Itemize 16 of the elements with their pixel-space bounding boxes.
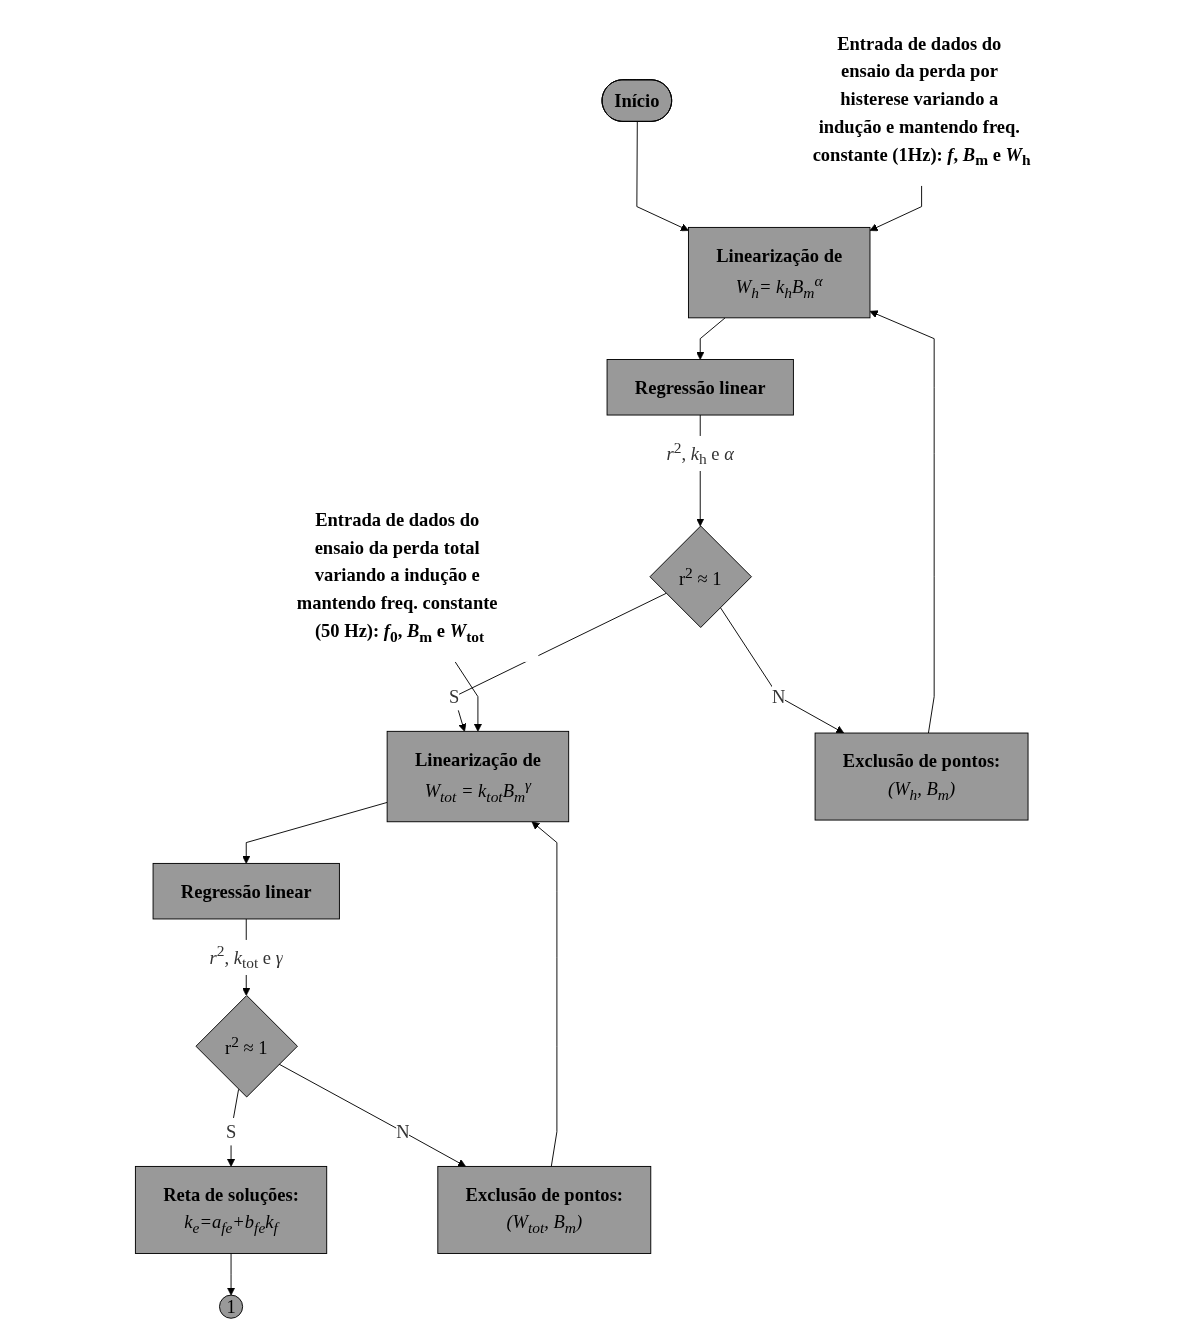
node-box: Exclusão de pontos: (W$_{tot}$, B$_{m}$): [437, 1165, 652, 1254]
node-diamond: r$^{2}$ ≈ 1: [195, 994, 298, 1097]
node-box: Regressão linear: [606, 358, 794, 415]
node-text: Entrada de dados do ensaio da perda total variando a indução e mantendo freq. constante (50 Hz): f$_{0}$, B$_{m}$ e W$_{tot}$: [296, 508, 498, 645]
node-diamond: r$^{2}$ ≈ 1: [649, 525, 752, 628]
node-box: Exclusão de pontos: (W$_{h}$, B$_{m}$): [814, 732, 1029, 821]
edge-label: S: [449, 685, 460, 707]
node-circle: 1: [219, 1294, 244, 1319]
node-text: Entrada de dados do ensaio da perda por histerese variando a indução e mantendo freq. constante (1Hz): f, B$_{m}$ e W$_{h}$: [812, 32, 1031, 169]
edge-label: S: [225, 1121, 237, 1142]
edge-label: r$^{2}$, k$_{h}$ e α: [666, 438, 734, 468]
edge-label: r$^{2}$, k$_{tot}$ e γ: [209, 942, 284, 972]
node-box: Regressão linear: [152, 862, 340, 919]
node-box: Reta de soluções: k$_{e}$=a$_{fe}$+b$_{fe}$k$_{f}$: [135, 1165, 328, 1254]
edge-label: N: [772, 685, 786, 707]
edge-label: N: [396, 1121, 410, 1142]
